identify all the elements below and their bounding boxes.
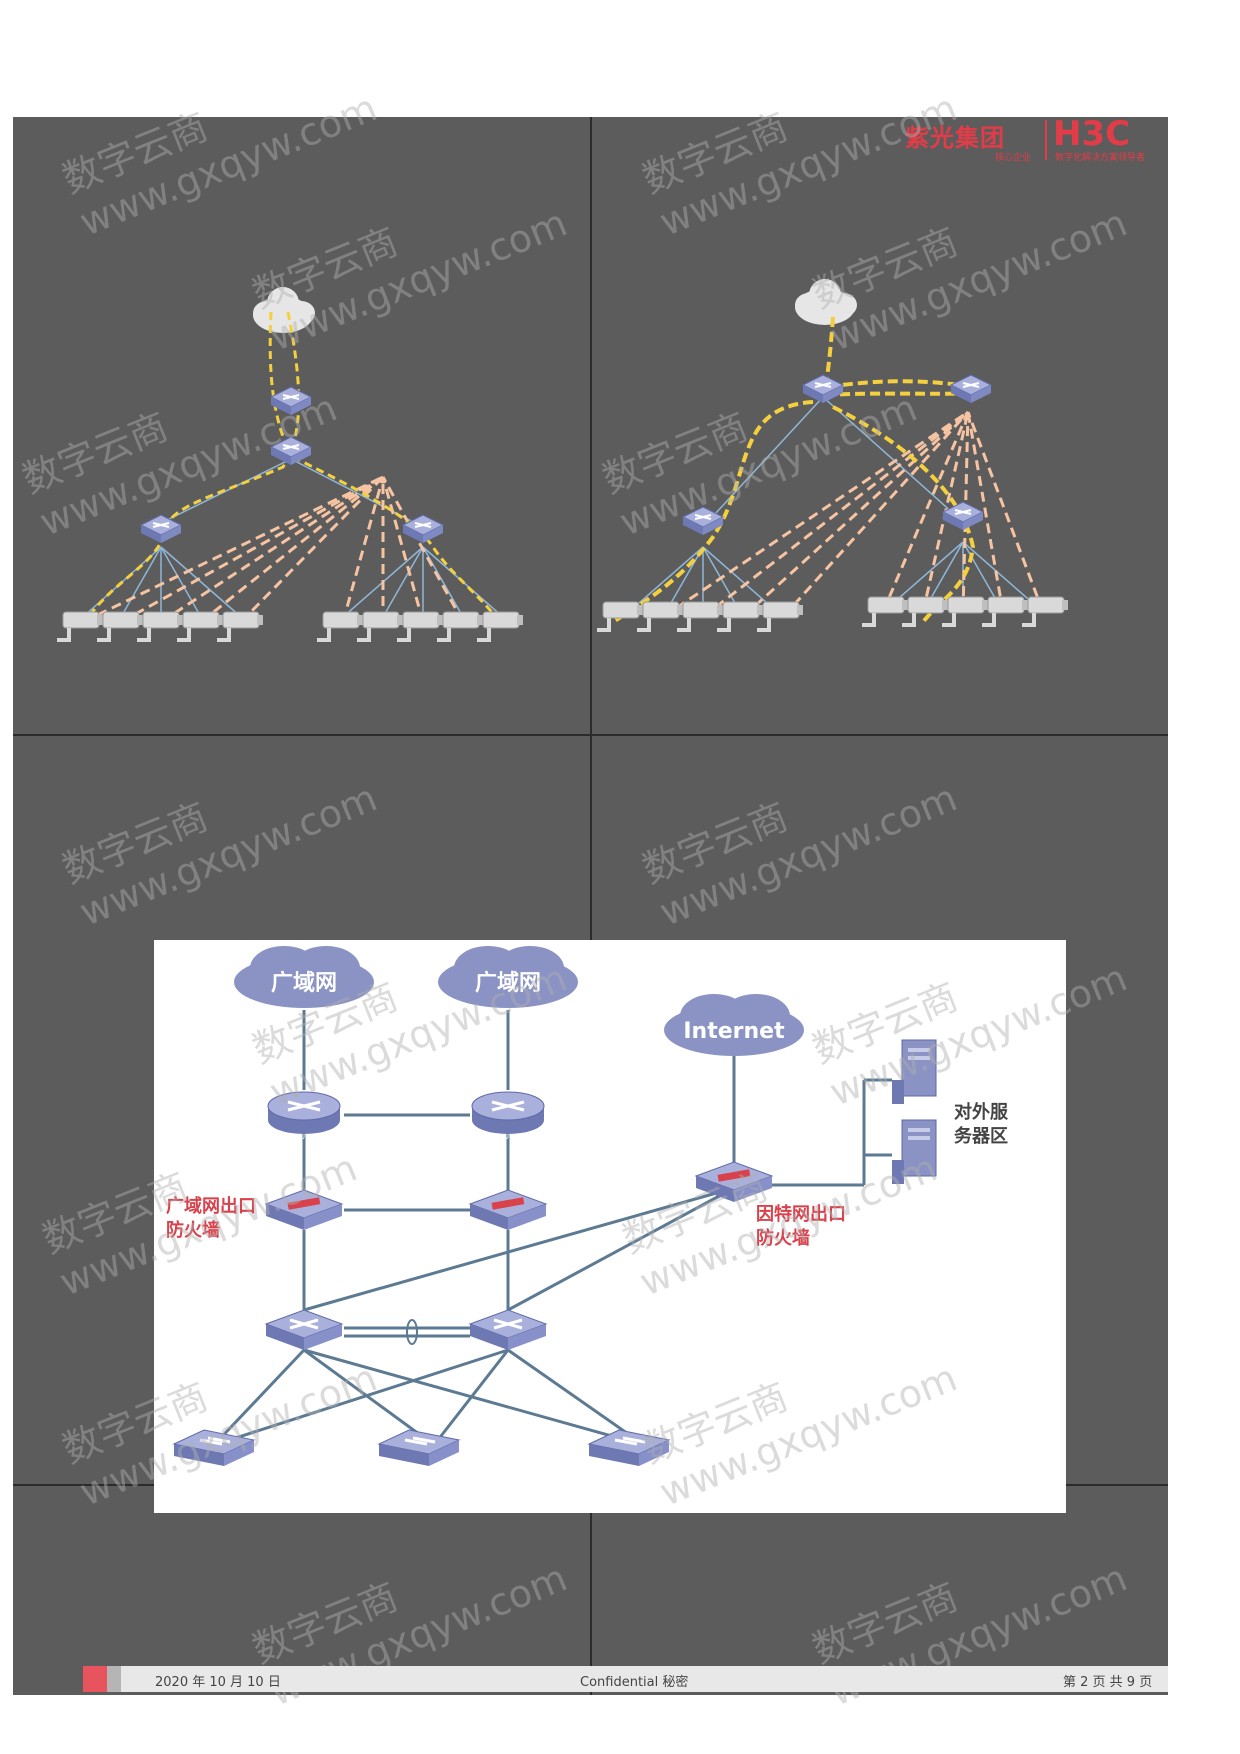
core-switch-icon (468, 1308, 548, 1352)
server-icon (891, 1039, 937, 1105)
camera-icon (96, 611, 144, 643)
brand-logo-en-sub: 数字化解决方案领导者 (1055, 153, 1146, 163)
camera-icon (941, 596, 989, 628)
brand-logo-divider (1045, 120, 1047, 160)
network-topology: 广域网 广域网 Internet ROUTER ROUTER 广域网出口 (154, 940, 1066, 1513)
camera-icon (216, 611, 264, 643)
internet-cloud-label: Internet (683, 1019, 785, 1044)
camera-icon (861, 596, 909, 628)
camera-icon (396, 611, 444, 643)
firewall-icon (950, 374, 992, 404)
footer-confidential: Confidential 秘密 (580, 1675, 689, 1690)
camera-icon (636, 601, 684, 633)
core-switch-icon (264, 1308, 344, 1352)
camera-icon (476, 611, 524, 643)
access-switch-icon (942, 501, 984, 531)
router-2-label: ROUTER (493, 1133, 522, 1141)
wan-cloud-1-label: 广域网 (271, 970, 337, 996)
internet-firewall-label-2: 防火墙 (756, 1227, 810, 1249)
left-topology (56, 287, 524, 643)
camera-icon (316, 611, 364, 643)
footer-page-number: 第 2 页 共 9 页 (1063, 1675, 1153, 1690)
camera-icon (1021, 596, 1069, 628)
footer-accent-gray (107, 1666, 121, 1692)
brand-logo-cn-sub: 核心企业 (995, 153, 1032, 163)
brand-logo-cn: 紫光集团 (905, 124, 1005, 152)
core-switch-icon (802, 374, 844, 404)
wan-firewall-icon (469, 1189, 547, 1231)
router-icon (470, 1090, 546, 1136)
footer-date: 2020 年 10 月 10 日 (155, 1675, 281, 1690)
camera-icon (676, 601, 724, 633)
core-switch-icon (270, 386, 312, 416)
server-icon (891, 1119, 937, 1185)
internet-firewall-label-1: 因特网出口 (756, 1203, 846, 1225)
wan-firewall-label-2: 防火墙 (166, 1219, 220, 1241)
wan-firewall-icon (265, 1189, 343, 1231)
footer-accent-red (83, 1666, 107, 1692)
camera-icon (176, 611, 224, 643)
brand-logo: 紫光集团 核心企业 H3C 数字化解决方案领导者 (905, 114, 1155, 168)
camera-icon (136, 611, 184, 643)
server-area-label-1: 对外服 (954, 1101, 1009, 1123)
router-icon (266, 1090, 342, 1136)
cloud-icon (795, 279, 857, 325)
camera-icon (436, 611, 484, 643)
server-area-label-2: 务器区 (954, 1125, 1008, 1147)
camera-icon (756, 601, 804, 633)
cloud-icon (253, 287, 315, 333)
wan-cloud-2-label: 广域网 (475, 970, 541, 996)
camera-icon (56, 611, 104, 643)
access-switch-icon (587, 1428, 671, 1468)
camera-icon (356, 611, 404, 643)
access-switch-icon (377, 1428, 461, 1468)
firewall-icon (270, 436, 312, 466)
panel-divider-horizontal-1 (13, 734, 1168, 736)
camera-icon (596, 601, 644, 633)
access-switch-icon (140, 514, 182, 544)
camera-icon (981, 596, 1029, 628)
camera-icon (716, 601, 764, 633)
camera-icon (901, 596, 949, 628)
panel-divider-vertical (590, 117, 592, 1695)
right-topology (596, 279, 1069, 633)
page-footer: 2020 年 10 月 10 日 Confidential 秘密 第 2 页 共… (83, 1666, 1168, 1692)
video-topology-diagrams (56, 279, 1069, 643)
router-1-label: ROUTER (289, 1133, 318, 1141)
wan-firewall-label-1: 广域网出口 (166, 1195, 256, 1217)
brand-logo-en: H3C (1053, 114, 1131, 154)
